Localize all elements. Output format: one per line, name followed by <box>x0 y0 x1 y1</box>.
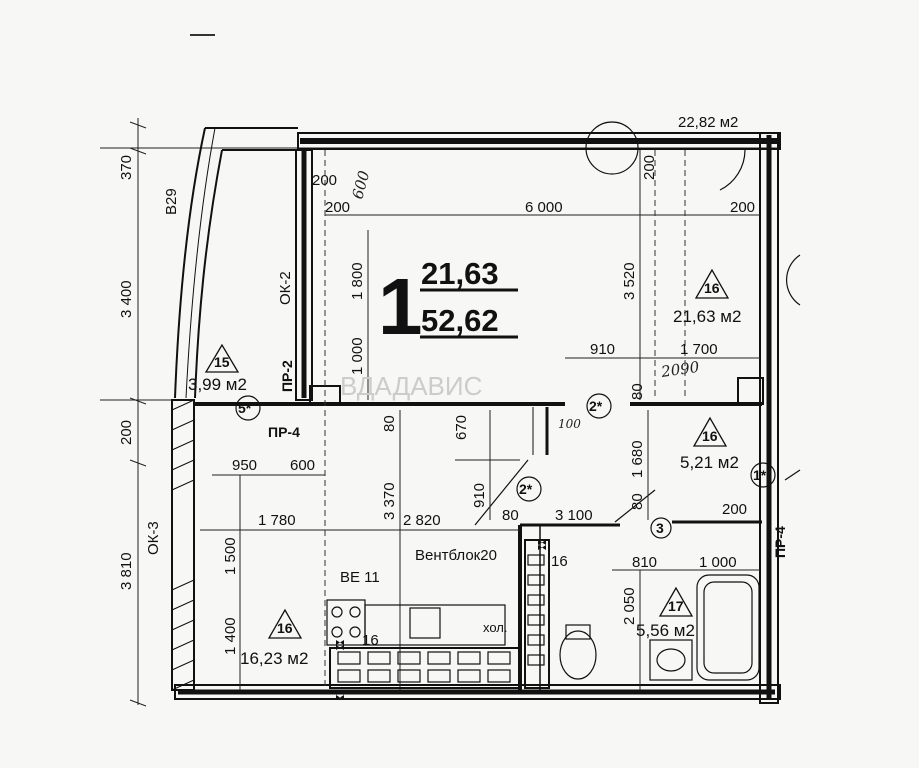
dim-1400: 1 400 <box>222 617 239 655</box>
room-markers <box>204 268 730 639</box>
dim-810: 810 <box>632 554 657 571</box>
dim-200-top-d: 200 <box>730 199 755 216</box>
marker-5: 5* <box>238 400 252 416</box>
dim-1700: 1 700 <box>680 341 718 358</box>
ventblock-label: Вентблок20 <box>415 547 497 564</box>
dim-80-c: 80 <box>629 493 646 510</box>
dim-200-top-a: 200 <box>312 172 337 189</box>
room-16-id: 16 <box>704 280 720 296</box>
watermark: ВДАДАВИС <box>340 371 482 401</box>
apartment-number: 1 <box>378 262 423 351</box>
living-area: 21,63 <box>421 256 499 291</box>
dim-1000: 1 000 <box>349 337 366 375</box>
dim-200-top-c: 200 <box>641 155 658 180</box>
handwritten-2090: 2090 <box>659 358 701 381</box>
dim-910-mid: 910 <box>471 483 488 508</box>
neighbor-area-label: 22,82 м2 <box>678 114 738 131</box>
toilet <box>559 630 597 680</box>
dim-1780: 1 780 <box>258 512 296 529</box>
dim-200-right: 200 <box>722 501 747 518</box>
dim-80-a: 80 <box>629 383 646 400</box>
window-ok2: ОК-2 <box>277 271 294 305</box>
dim-2820: 2 820 <box>403 512 441 529</box>
dim-670: 670 <box>453 415 470 440</box>
dim-80-h: 80 <box>502 507 519 524</box>
room-16b-id: 16 <box>702 428 718 444</box>
dim-3370: 3 370 <box>381 482 398 520</box>
circle-markers <box>235 393 776 539</box>
axis-b29: В29 <box>163 188 180 215</box>
dim-600: 600 <box>290 457 315 474</box>
walls <box>171 127 781 704</box>
dim-1680: 1 680 <box>629 440 646 478</box>
room-16c-id: 16 <box>277 620 293 636</box>
dim-3400: 3 400 <box>118 280 135 318</box>
opening-pr2: ПР-2 <box>279 360 295 392</box>
room-16c-area: 16,23 м2 <box>240 649 308 668</box>
handwritten-600: 600 <box>348 168 373 201</box>
dim-80-b: 80 <box>381 415 398 432</box>
total-area: 52,62 <box>421 303 499 338</box>
room-17-id: 17 <box>668 598 684 614</box>
dim-3100: 3 100 <box>555 507 593 524</box>
opening-pr4-right: ПР-4 <box>772 526 788 558</box>
dim-3520: 3 520 <box>621 262 638 300</box>
dim-1500: 1 500 <box>222 537 239 575</box>
window-ok3: ОК-3 <box>145 521 162 555</box>
marker-2b: 2* <box>519 481 533 497</box>
column-mark <box>585 121 639 175</box>
vent-block <box>329 539 550 689</box>
fridge-label: хол. <box>483 620 508 635</box>
fixtures <box>326 539 760 700</box>
dim-2050: 2 050 <box>621 587 638 625</box>
interior-lines <box>200 150 760 690</box>
marker-1: 1* <box>753 467 767 483</box>
dim-910-top: 910 <box>590 341 615 358</box>
marker-2a: 2* <box>589 398 603 414</box>
sink <box>649 639 693 681</box>
dim-16-b: 16 <box>362 632 379 649</box>
dim-3810: 3 810 <box>118 552 135 590</box>
dim-200-left: 200 <box>118 420 135 445</box>
opening-pr4-left: ПР-4 <box>268 424 300 440</box>
room-17-area: 5,56 м2 <box>636 621 695 640</box>
dim-16-a: 16 <box>551 553 568 570</box>
room-16b-area: 5,21 м2 <box>680 453 739 472</box>
room-16-area: 21,63 м2 <box>673 307 741 326</box>
marker-3: 3 <box>656 520 664 536</box>
dim-1800: 1 800 <box>349 262 366 300</box>
dim-370: 370 <box>118 155 135 180</box>
room-15-area: 3,99 м2 <box>188 375 247 394</box>
room-15-id: 15 <box>214 354 230 370</box>
handwritten-100: 100 <box>558 417 581 431</box>
stove <box>326 599 366 646</box>
dim-1000-bath: 1 000 <box>699 554 737 571</box>
kitchen-counter <box>364 604 506 646</box>
dim-200-top-b: 200 <box>325 199 350 216</box>
ve11-label: ВЕ 11 <box>340 569 380 586</box>
bathtub <box>696 574 760 681</box>
dim-950: 950 <box>232 457 257 474</box>
dim-6000: 6 000 <box>525 199 563 216</box>
